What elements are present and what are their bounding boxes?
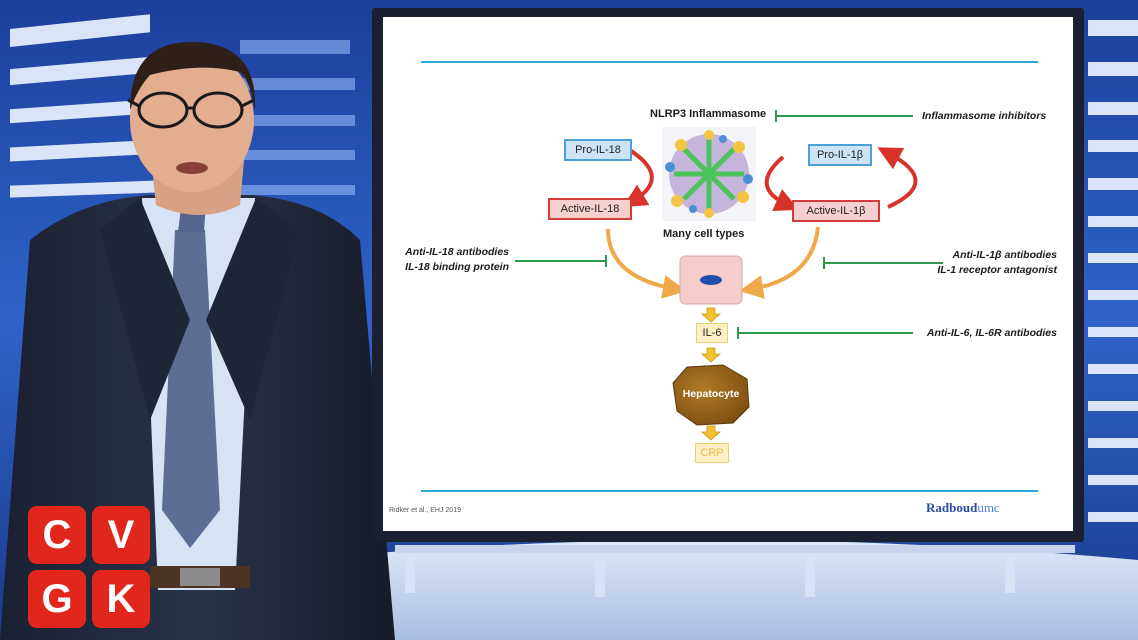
arrow-il6-to-hepatocyte xyxy=(700,347,722,363)
inflammasome-inhibitors-label: Inflammasome inhibitors xyxy=(922,110,1047,122)
arrow-il18-to-cell xyxy=(606,228,687,299)
il6-box: IL-6 xyxy=(696,323,728,343)
many-cell-types-label: Many cell types xyxy=(663,228,745,240)
inflammasome-image xyxy=(662,127,756,221)
anti-il18-antibodies-label: Anti-IL-18 antibodies xyxy=(405,246,509,258)
arrow-pro-il18-to-active xyxy=(622,147,654,208)
il18-binding-protein-label: IL-18 binding protein xyxy=(405,261,509,273)
active-il1b-box: Active-IL-1β xyxy=(792,200,880,222)
hepatocyte-label: Hepatocyte xyxy=(682,388,740,400)
pro-il18-box: Pro-IL-18 xyxy=(564,139,632,161)
citation: Ridker et al., EHJ 2019 xyxy=(389,507,461,514)
crp-box: CRP xyxy=(695,443,729,463)
slide-diagram xyxy=(421,61,1038,492)
brand-light-text: umc xyxy=(977,500,1000,515)
anti-il1b-antibodies-label: Anti-IL-1β antibodies xyxy=(952,249,1057,261)
anti-il6-label: Anti-IL-6, IL-6R antibodies xyxy=(926,327,1057,339)
logo-letter-v: V xyxy=(92,506,150,564)
il1-receptor-antagonist-label: IL-1 receptor antagonist xyxy=(937,264,1057,276)
hepatocyte-icon xyxy=(672,364,750,426)
logo-letter-c: C xyxy=(28,506,86,564)
arrow-il1b-to-cell xyxy=(739,226,820,299)
cell-icon xyxy=(679,255,743,305)
presentation-slide: NLRP3 Inflammasome Inflammasome inhibito… xyxy=(383,17,1073,531)
logo-letter-g: G xyxy=(28,570,86,628)
arrow-active-il1b-return xyxy=(877,147,918,209)
radboudumc-logo: Radboudumc xyxy=(926,500,1000,516)
arrow-hepatocyte-to-crp xyxy=(700,425,722,441)
nlrp3-title: NLRP3 Inflammasome xyxy=(650,108,767,120)
arrow-inflammasome-to-active-il1b xyxy=(764,155,799,212)
pro-il1b-box: Pro-IL-1β xyxy=(808,144,872,166)
logo-letter-k: K xyxy=(92,570,150,628)
active-il18-box: Active-IL-18 xyxy=(548,198,632,220)
arrow-cell-to-il6 xyxy=(700,307,722,323)
brand-bold-text: Radboud xyxy=(926,500,978,515)
